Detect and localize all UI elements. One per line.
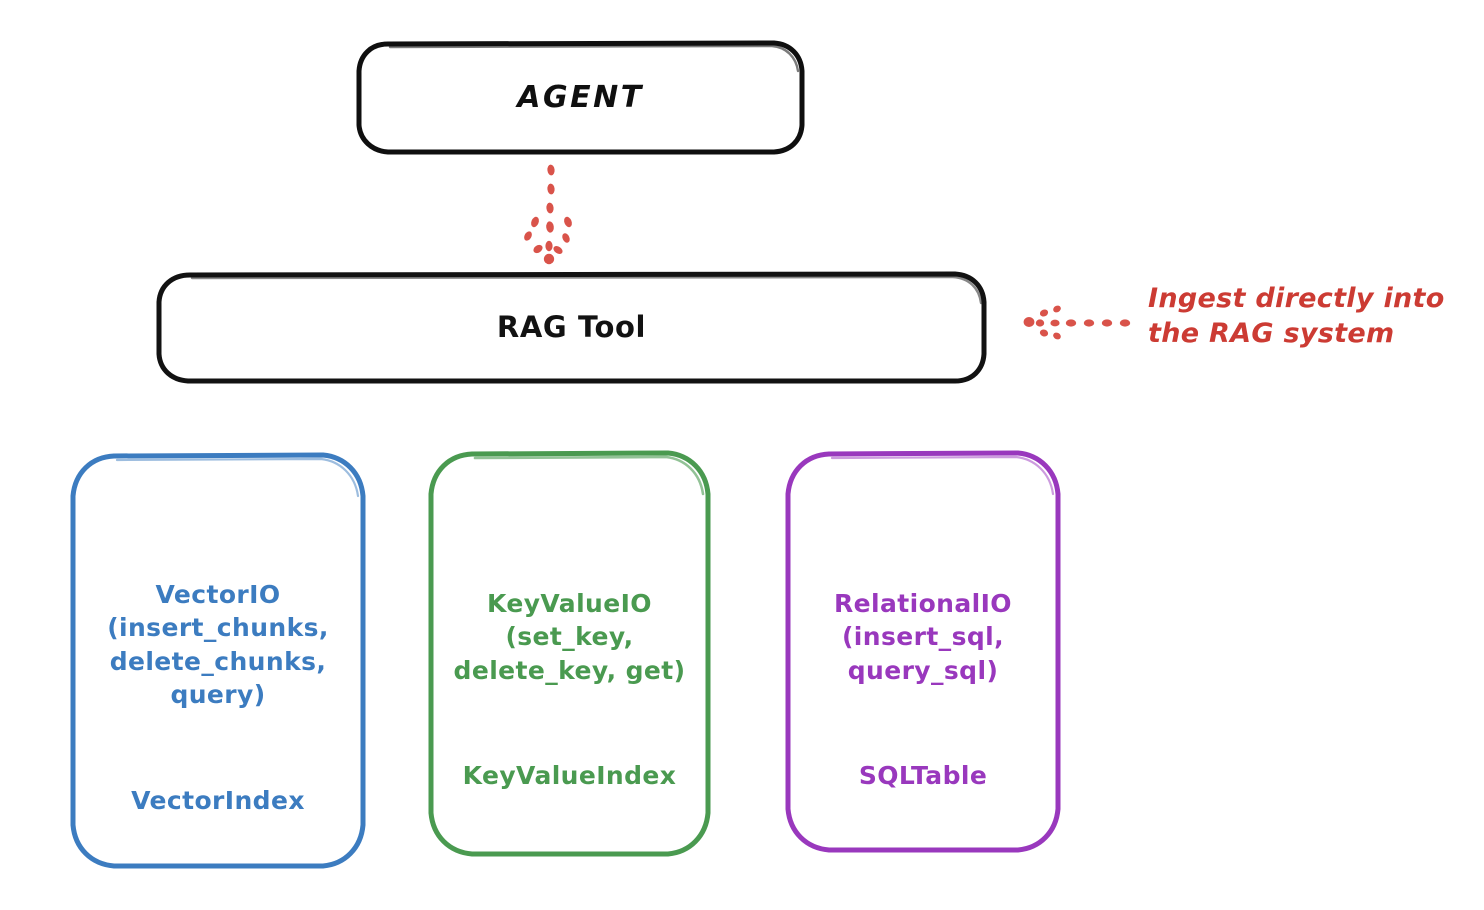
node-vector-io[interactable]: VectorIO (insert_chunks, delete_chunks, … <box>70 452 366 869</box>
key-value-io-index-label: KeyValueIndex <box>462 761 677 791</box>
node-relational-io[interactable]: RelationalIO (insert_sql, query_sql) SQL… <box>785 450 1061 853</box>
relational-io-api-label: RelationalIO (insert_sql, query_sql) <box>834 588 1012 685</box>
key-value-io-api-label: KeyValueIO (set_key, delete_key, get) <box>453 588 686 685</box>
relational-io-index-label: SQLTable <box>858 761 988 791</box>
node-key-value-io[interactable]: KeyValueIO (set_key, delete_key, get) Ke… <box>428 450 711 857</box>
relational-io-text: RelationalIO (insert_sql, query_sql) SQL… <box>785 450 1061 826</box>
annotation-ingest-note: Ingest directly into the RAG system <box>1148 283 1445 350</box>
key-value-io-text: KeyValueIO (set_key, delete_key, get) Ke… <box>428 450 711 826</box>
vector-io-api-label: VectorIO (insert_chunks, delete_chunks, … <box>107 579 329 710</box>
rag-tool-label: RAG Tool <box>496 309 647 344</box>
agent-label: AGENT <box>517 80 644 115</box>
vector-io-text: VectorIO (insert_chunks, delete_chunks, … <box>70 452 366 851</box>
vector-io-index-label: VectorIndex <box>131 785 305 815</box>
